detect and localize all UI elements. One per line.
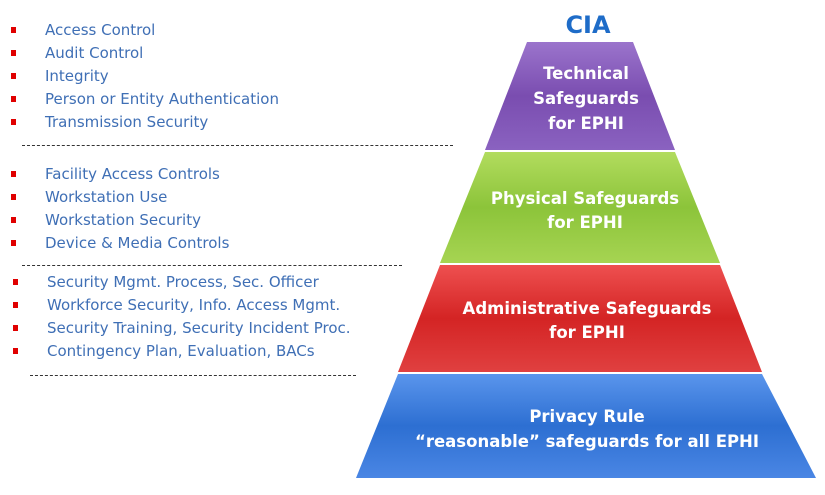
bullet-icon bbox=[11, 50, 16, 56]
administrative-level bbox=[398, 265, 762, 372]
list-item: Security Training, Security Incident Pro… bbox=[47, 319, 351, 337]
pyramid-title: CIA bbox=[565, 11, 611, 39]
list-item: Transmission Security bbox=[45, 113, 209, 131]
list-item: Facility Access Controls bbox=[45, 165, 220, 183]
administrative-label: for EPHI bbox=[549, 323, 625, 342]
list-item: Access Control bbox=[45, 21, 156, 39]
list-item: Contingency Plan, Evaluation, BACs bbox=[47, 342, 315, 360]
bullet-icon bbox=[11, 96, 16, 102]
list-item: Device & Media Controls bbox=[45, 234, 230, 252]
physical-level bbox=[440, 152, 720, 263]
list-item: Person or Entity Authentication bbox=[45, 90, 279, 108]
list-item: Workstation Security bbox=[45, 211, 201, 229]
bullet-icon bbox=[13, 279, 18, 285]
physical-label: for EPHI bbox=[547, 213, 623, 232]
bullet-icon bbox=[11, 73, 16, 79]
privacy-label: Privacy Rule bbox=[529, 407, 644, 426]
bullet-icon bbox=[13, 348, 18, 354]
divider bbox=[22, 265, 402, 266]
administrative-label: Administrative Safeguards bbox=[463, 299, 712, 318]
technical-label: for EPHI bbox=[548, 114, 624, 133]
physical-label: Physical Safeguards bbox=[491, 189, 679, 208]
list-item: Workstation Use bbox=[45, 188, 168, 206]
bullet-icon bbox=[13, 302, 18, 308]
technical-level bbox=[485, 42, 675, 150]
divider bbox=[22, 145, 453, 146]
privacy-label: “reasonable” safeguards for all EPHI bbox=[415, 432, 759, 451]
bullet-icon bbox=[11, 194, 16, 200]
technical-label: Safeguards bbox=[533, 89, 639, 108]
list-item: Security Mgmt. Process, Sec. Officer bbox=[47, 273, 319, 291]
list-item: Audit Control bbox=[45, 44, 144, 62]
bullet-icon bbox=[13, 325, 18, 331]
bullet-icon bbox=[11, 27, 16, 33]
bullet-icon bbox=[11, 240, 16, 246]
bullet-icon bbox=[11, 171, 16, 177]
bullet-icon bbox=[11, 217, 16, 223]
list-item: Workforce Security, Info. Access Mgmt. bbox=[47, 296, 341, 314]
privacy-level bbox=[356, 374, 816, 478]
technical-label: Technical bbox=[543, 64, 629, 83]
divider bbox=[30, 375, 356, 376]
list-item: Integrity bbox=[45, 67, 109, 85]
bullet-icon bbox=[11, 119, 16, 125]
